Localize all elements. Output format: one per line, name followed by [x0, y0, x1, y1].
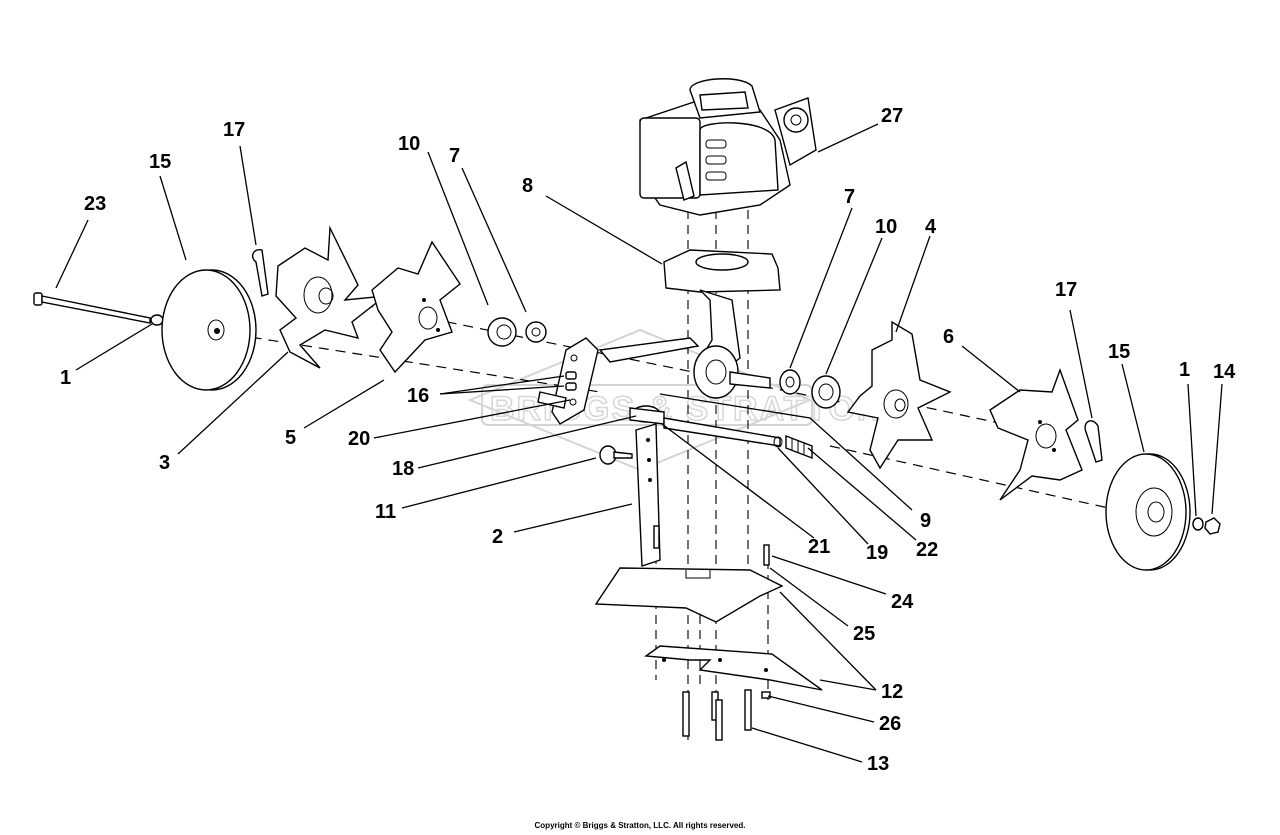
callout-14: 14 [1213, 361, 1236, 383]
bolts-16 [565, 371, 577, 391]
callout-1-left: 1 [60, 367, 71, 389]
callout-5: 5 [285, 427, 296, 449]
callout-18: 18 [392, 458, 414, 480]
callout-2: 2 [492, 526, 503, 548]
callout-17-left: 17 [223, 119, 245, 141]
shield-upper-part [594, 567, 784, 623]
nut-26 [761, 691, 771, 699]
washer-7-left [525, 321, 547, 343]
callout-10-left: 10 [398, 133, 420, 155]
callout-23: 23 [84, 193, 106, 215]
spacer-18 [537, 391, 567, 409]
drive-shaft-part [629, 405, 813, 460]
callout-26: 26 [879, 713, 901, 735]
callout-4: 4 [925, 216, 937, 238]
shield-lower-part [644, 645, 823, 691]
callout-17-right: 17 [1055, 279, 1077, 301]
bolts-13 [682, 689, 752, 741]
callout-25: 25 [853, 623, 875, 645]
axle-pin-part [33, 292, 164, 326]
callout-labels: 23 15 17 10 7 8 27 7 10 4 17 6 15 1 14 1… [60, 105, 1236, 775]
hairpin-clip-right [1084, 420, 1103, 463]
bushing-10-left [487, 317, 517, 347]
nut-14 [1204, 517, 1221, 535]
tine-5-part [371, 240, 461, 374]
callout-1-right: 1 [1179, 359, 1190, 381]
leader-lines [55, 123, 1223, 763]
copyright-footer: Copyright © Briggs & Stratton, LLC. All … [534, 821, 746, 830]
callout-15-right: 15 [1108, 341, 1130, 363]
engine-part [639, 78, 817, 216]
callout-16: 16 [407, 385, 429, 407]
callout-24: 24 [891, 591, 914, 613]
axle-centerline [217, 331, 601, 393]
pins-24-25 [653, 525, 770, 566]
callout-3: 3 [159, 452, 170, 474]
washer-7-right [779, 369, 801, 395]
washer-1-right [1192, 517, 1204, 531]
tine-6-part [989, 367, 1083, 501]
left-wheel-part [161, 269, 257, 391]
callout-7-left: 7 [449, 145, 460, 167]
callout-7-right: 7 [844, 186, 855, 208]
callout-8: 8 [522, 175, 533, 197]
tine-3-part [275, 225, 388, 369]
gearbox-part [663, 249, 781, 399]
callout-11: 11 [375, 501, 396, 523]
callout-12: 12 [881, 681, 903, 703]
callout-9: 9 [920, 510, 931, 532]
callout-22: 22 [916, 539, 938, 561]
callout-13: 13 [867, 753, 889, 775]
callout-6: 6 [943, 326, 954, 348]
callout-21: 21 [808, 536, 830, 558]
hairpin-clip-left [251, 249, 269, 297]
callout-19: 19 [866, 542, 888, 564]
tine-4-part [846, 320, 952, 470]
callout-15-left: 15 [149, 151, 171, 173]
bushing-10-right [811, 375, 841, 409]
callout-10-right: 10 [875, 216, 897, 238]
callout-27: 27 [881, 105, 903, 127]
lock-pin-11 [599, 445, 633, 465]
right-wheel-part [1105, 453, 1191, 571]
callout-20: 20 [348, 428, 370, 450]
spring-22 [785, 434, 813, 460]
